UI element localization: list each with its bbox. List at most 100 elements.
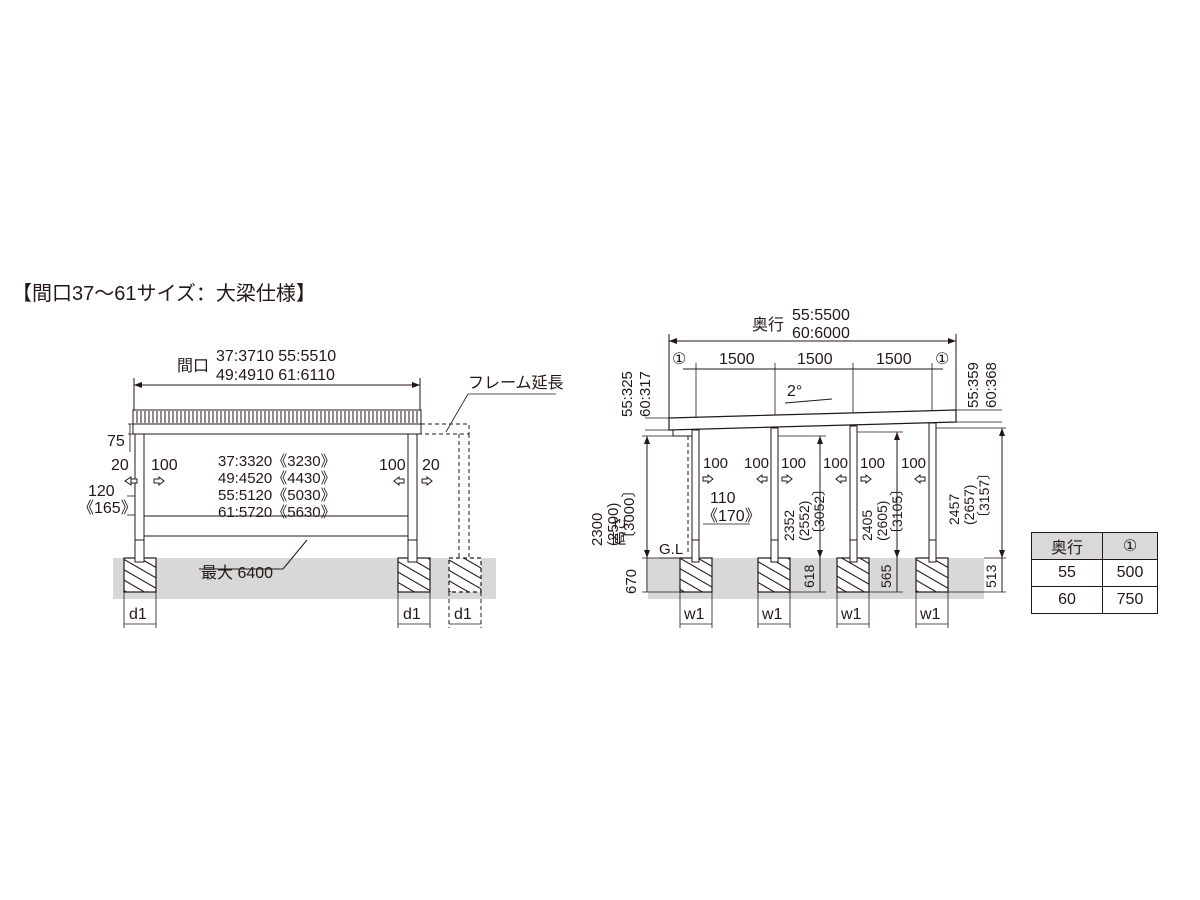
front-right-post [407, 433, 418, 559]
inner-span-49: 49:4520《4430》 [218, 470, 336, 487]
drawing-title: 【間口37〜61サイズ：大梁仕様】 [12, 282, 316, 305]
svg-text:〔3000〕: 〔3000〕 [621, 483, 638, 546]
side-footing-4 [915, 557, 949, 593]
post4-embed: 513 [983, 564, 999, 588]
post2-heights: 2352 (2552) 〔3052〕 [781, 482, 827, 541]
embed-depth: 670 [623, 569, 640, 594]
front-footing-right [397, 557, 431, 593]
side-footing-2 [757, 557, 791, 593]
side-post-1 [691, 429, 700, 559]
right-roof-thickness: 55:359 60:368 [965, 362, 1000, 408]
side-depth-label: 奥行 [752, 316, 784, 334]
front-left-post-base [134, 539, 145, 563]
side-depth-value-55: 55:5500 [792, 307, 850, 324]
side-clearance-arrows [702, 473, 926, 485]
svg-text:2405: 2405 [859, 510, 875, 541]
post-offset-value: 120 [88, 483, 115, 500]
front-footing-label-2: d1 [403, 606, 421, 623]
svg-text:2352: 2352 [781, 510, 797, 541]
side-view: 奥行 55:5500 60:6000 ① ① 1500 1500 1500 2°… [589, 307, 1006, 628]
side-arrow-value-2: 100 [744, 455, 769, 472]
embed-depth-wrap: 670 [623, 569, 640, 594]
post-offset-alt: 《165》 [78, 500, 137, 517]
svg-text:60:368: 60:368 [983, 362, 1000, 408]
post3-embed-wrap: 565 [878, 564, 894, 588]
svg-text:〔3105〕: 〔3105〕 [889, 482, 905, 541]
side-gutter [672, 430, 695, 437]
svg-text:〔3157〕: 〔3157〕 [976, 466, 992, 525]
front-beam [132, 423, 422, 435]
side-span-2: 1500 [797, 351, 833, 368]
side-arrow-value-1: 100 [703, 455, 728, 472]
front-left-arrow-value: 100 [151, 457, 178, 474]
gutter-value-alt: 《170》 [702, 508, 761, 525]
side-footing-label-4: w1 [919, 606, 941, 623]
front-footing-left [123, 557, 157, 593]
front-right-offset: 20 [422, 457, 440, 474]
front-roof-ribs [136, 411, 418, 423]
front-footing-label-3: d1 [454, 606, 472, 623]
side-post-3 [849, 425, 858, 559]
side-footing-1 [679, 557, 713, 593]
side-span-1: 1500 [719, 351, 755, 368]
front-left-post [134, 433, 145, 559]
svg-text:〔3052〕: 〔3052〕 [811, 482, 827, 541]
post2-embed-wrap: 618 [801, 564, 817, 588]
side-arrow-value-6: 100 [901, 455, 926, 472]
side-arrow-value-5: 100 [860, 455, 885, 472]
side-arrow-value-3: 100 [781, 455, 806, 472]
side-slope: 2° [787, 383, 802, 400]
table-header-marker: ① [1102, 532, 1158, 560]
table-cell: 750 [1102, 586, 1158, 614]
front-footing-extension [448, 557, 482, 593]
front-width-values-1: 37:3710 55:5510 [216, 348, 336, 365]
max-width-label: 最大 6400 [201, 564, 273, 582]
post4-heights: 2457 (2657) 〔3157〕 [946, 466, 992, 525]
side-arrow-value-4: 100 [823, 455, 848, 472]
side-depth-value-60: 60:6000 [792, 325, 850, 342]
svg-text:(2500): (2500) [605, 503, 622, 546]
side-post-2 [770, 427, 779, 559]
post3-heights: 2405 (2605) 〔3105〕 [859, 482, 905, 541]
svg-text:(2605): (2605) [874, 501, 890, 541]
left-roof-thickness: 55:325 60:317 [619, 371, 654, 417]
front-left-offset: 20 [111, 457, 129, 474]
ground-level-label: G.L [659, 541, 683, 558]
left-inward-arrow [153, 475, 165, 487]
svg-text:2300: 2300 [589, 513, 606, 546]
depth-spec-table: 奥行 ① 55 500 60 750 [1031, 532, 1158, 614]
inner-span-61: 61:5720《5630》 [218, 504, 336, 521]
frame-extension-outline [420, 423, 470, 435]
inner-span-55: 55:5120《5030》 [218, 487, 336, 504]
side-height-label: 高さ [611, 516, 628, 546]
table-cell: 500 [1102, 559, 1158, 587]
front-right-post-base [407, 539, 418, 563]
table-row: 55 500 [1031, 559, 1158, 587]
side-footing-label-1: w1 [683, 606, 705, 623]
gutter-value: 110 [710, 490, 736, 507]
front-right-arrow-value: 100 [379, 457, 406, 474]
frame-extension-leader [445, 393, 469, 433]
side-height-values: 2300 (2500) 〔3000〕 [589, 483, 638, 546]
table-cell: 60 [1031, 586, 1103, 614]
front-view: 間口 37:3710 55:5510 49:4910 61:6110 フレーム延… [78, 348, 564, 628]
side-roof [668, 409, 957, 431]
svg-text:55:359: 55:359 [965, 362, 982, 408]
svg-text:(2552): (2552) [796, 501, 812, 541]
side-post-4 [928, 422, 937, 559]
svg-text:60:317: 60:317 [637, 371, 654, 417]
side-span-3: 1500 [876, 351, 912, 368]
side-footing-label-3: w1 [840, 606, 862, 623]
front-width-values-2: 49:4910 61:6110 [216, 367, 335, 384]
table-row: 60 750 [1031, 586, 1158, 614]
side-marker-left: ① [672, 351, 686, 368]
right-inward-arrow [393, 475, 405, 487]
front-footing-label-1: d1 [129, 606, 147, 623]
front-ground [113, 558, 496, 599]
table-header-row: 奥行 ① [1031, 532, 1158, 560]
front-width-label: 間口 [177, 358, 209, 375]
table-header-depth: 奥行 [1031, 532, 1103, 560]
side-marker-right: ① [935, 351, 949, 368]
post4-embed-wrap: 513 [983, 564, 999, 588]
svg-text:2457: 2457 [946, 494, 962, 525]
